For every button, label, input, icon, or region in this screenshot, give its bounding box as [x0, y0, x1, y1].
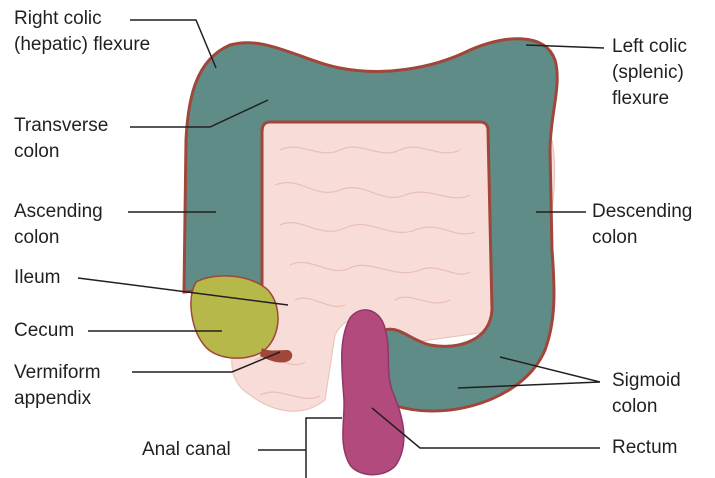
- label-left-colic-flexure: Left colic (splenic) flexure: [612, 34, 687, 112]
- label-line: Anal canal: [142, 437, 231, 463]
- label-line: appendix: [14, 386, 101, 412]
- label-line: flexure: [612, 86, 687, 112]
- label-line: colon: [14, 139, 108, 165]
- label-cecum: Cecum: [14, 318, 74, 344]
- label-right-colic-flexure: Right colic (hepatic) flexure: [14, 6, 150, 58]
- label-ascending-colon: Ascending colon: [14, 199, 103, 251]
- cecum: [191, 276, 278, 358]
- label-line: colon: [592, 225, 692, 251]
- label-line: (splenic): [612, 60, 687, 86]
- label-line: Rectum: [612, 435, 677, 461]
- label-descending-colon: Descending colon: [592, 199, 692, 251]
- label-line: Sigmoid: [612, 368, 681, 394]
- label-line: Ileum: [14, 265, 60, 291]
- label-line: Transverse: [14, 113, 108, 139]
- label-line: Descending: [592, 199, 692, 225]
- label-line: Left colic: [612, 34, 687, 60]
- label-vermiform-appendix: Vermiform appendix: [14, 360, 101, 412]
- label-ileum: Ileum: [14, 265, 60, 291]
- label-transverse-colon: Transverse colon: [14, 113, 108, 165]
- label-rectum: Rectum: [612, 435, 677, 461]
- label-line: colon: [14, 225, 103, 251]
- label-line: Ascending: [14, 199, 103, 225]
- label-sigmoid-colon: Sigmoid colon: [612, 368, 681, 420]
- label-line: (hepatic) flexure: [14, 32, 150, 58]
- label-line: Cecum: [14, 318, 74, 344]
- label-line: colon: [612, 394, 681, 420]
- label-anal-canal: Anal canal: [142, 437, 231, 463]
- leader-anal-canal: [258, 418, 342, 478]
- label-line: Vermiform: [14, 360, 101, 386]
- leader-rectum: [372, 408, 600, 448]
- label-line: Right colic: [14, 6, 150, 32]
